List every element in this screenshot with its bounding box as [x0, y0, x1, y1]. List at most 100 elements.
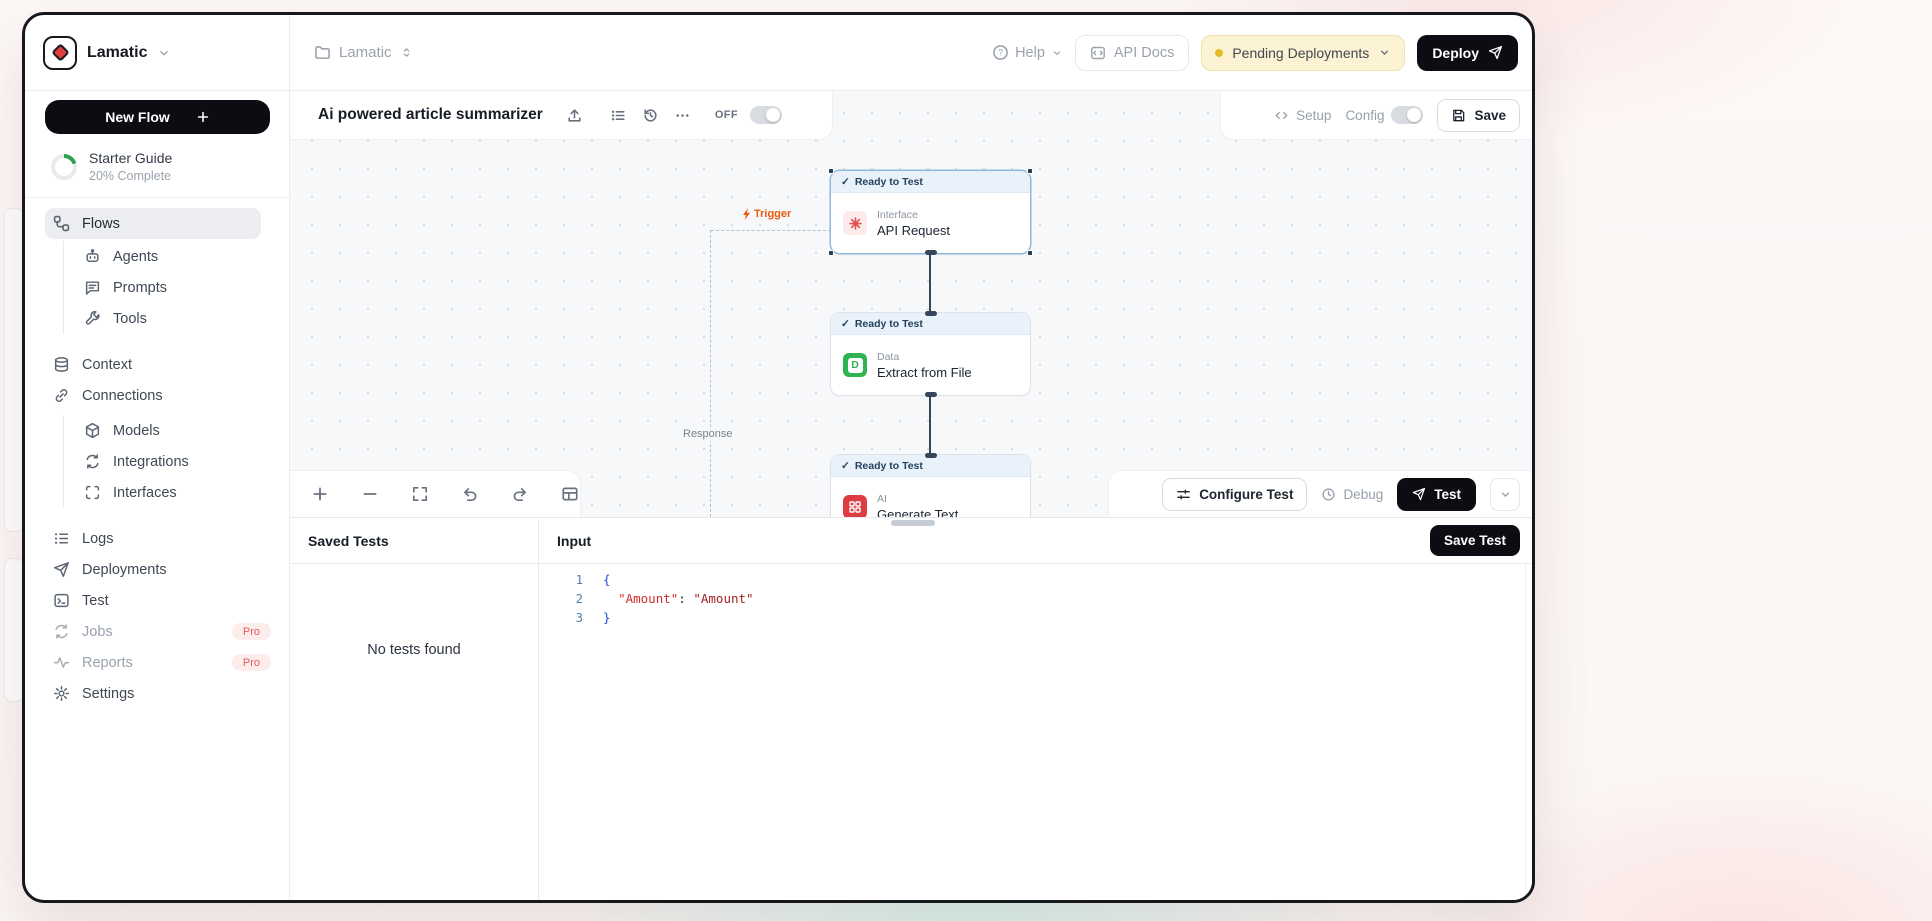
list-icon	[53, 530, 70, 547]
flow-enabled-toggle[interactable]	[750, 106, 783, 124]
pro-badge: Pro	[231, 623, 271, 640]
share-flow-button[interactable]	[561, 101, 589, 129]
deploy-button[interactable]: Deploy	[1417, 34, 1518, 71]
progress-ring-icon	[51, 153, 77, 180]
test-button[interactable]: Test	[1397, 477, 1476, 511]
save-button[interactable]: Save	[1437, 98, 1520, 132]
starter-guide[interactable]: Starter Guide 20% Complete	[25, 134, 289, 183]
node-status-label: Ready to Test	[854, 459, 923, 472]
sidebar-item-interfaces[interactable]: Interfaces	[64, 477, 289, 508]
code-content: }	[603, 610, 611, 625]
node-status: ✓ Ready to Test	[831, 171, 1030, 193]
sidebar-item-deployments[interactable]: Deployments	[25, 554, 289, 585]
sidebar-item-tools[interactable]: Tools	[64, 303, 289, 334]
frame-icon	[84, 484, 101, 501]
svg-text:?: ?	[998, 48, 1003, 58]
sidebar-item-integrations[interactable]: Integrations	[64, 446, 289, 477]
node-category: AI	[877, 492, 887, 505]
background-window-edge	[4, 208, 24, 532]
sidebar-item-label: Integrations	[113, 453, 189, 470]
deploy-label: Deploy	[1432, 44, 1479, 61]
setup-button[interactable]: Setup	[1274, 108, 1331, 123]
sliders-icon	[1176, 487, 1191, 502]
configure-test-label: Configure Test	[1199, 486, 1294, 502]
save-test-button[interactable]: Save Test	[1429, 525, 1520, 556]
flow-title[interactable]: Ai powered article summarizer	[318, 106, 543, 123]
sidebar-item-logs[interactable]: Logs	[25, 523, 289, 554]
flow-node-generate-text[interactable]: ✓ Ready to Test AI Generate Text	[831, 453, 1030, 517]
config-toggle[interactable]	[1391, 106, 1424, 124]
folder-icon	[314, 44, 331, 61]
sidebar-item-label: Flows	[82, 215, 120, 232]
json-input-editor[interactable]: 1 { 2 "Amount": "Amount" 3 }	[539, 564, 1532, 900]
selection-handle[interactable]	[828, 250, 834, 256]
chevron-down-icon	[1378, 46, 1391, 59]
flow-canvas[interactable]: Trigger Response ✓ Ready to Test	[290, 91, 1532, 517]
sidebar-item-test[interactable]: Test	[25, 585, 289, 616]
breadcrumb[interactable]: Lamatic	[314, 44, 413, 61]
help-circle-icon: ?	[992, 44, 1009, 61]
history-button[interactable]	[637, 101, 665, 129]
pending-deployments-button[interactable]: Pending Deployments	[1201, 34, 1406, 71]
api-docs-button[interactable]: API Docs	[1074, 34, 1190, 71]
node-status: ✓ Ready to Test	[831, 313, 1030, 335]
fit-view-button[interactable]	[410, 480, 431, 508]
config-label: Config	[1345, 107, 1385, 123]
spacer	[25, 334, 289, 349]
sidebar-item-models[interactable]: Models	[64, 415, 289, 446]
config-toggle-group[interactable]: Config	[1345, 106, 1424, 124]
help-menu[interactable]: ? Help	[992, 44, 1063, 61]
code-icon	[1274, 108, 1289, 123]
node-status-label: Ready to Test	[854, 317, 923, 330]
sidebar-item-prompts[interactable]: Prompts	[64, 272, 289, 303]
sidebar-item-connections[interactable]: Connections	[25, 380, 289, 411]
more-options-button[interactable]	[669, 101, 697, 129]
configure-test-button[interactable]: Configure Test	[1162, 477, 1308, 511]
connector-handle[interactable]	[924, 453, 937, 458]
sidebar-item-flows[interactable]: Flows	[45, 208, 261, 239]
app-body: New Flow Starter Guide 20% Complete Flow…	[25, 91, 1532, 900]
node-edge	[929, 395, 931, 455]
test-options-button[interactable]	[1490, 477, 1520, 511]
sidebar-item-agents[interactable]: Agents	[64, 241, 289, 272]
sidebar: New Flow Starter Guide 20% Complete Flow…	[25, 91, 290, 900]
sidebar-item-reports[interactable]: Reports Pro	[25, 647, 289, 678]
cube-icon	[84, 422, 101, 439]
selection-handle[interactable]	[1027, 168, 1033, 174]
flow-node-api-request[interactable]: ✓ Ready to Test Interface API Request	[828, 168, 1033, 256]
trigger-label: Trigger	[742, 208, 791, 220]
sidebar-item-settings[interactable]: Settings	[25, 678, 289, 709]
sidebar-item-label: Settings	[82, 685, 135, 702]
flow-node-extract-from-file[interactable]: ✓ Ready to Test D Data Extract from File	[831, 311, 1030, 397]
table-view-button[interactable]	[559, 480, 580, 508]
zoom-out-button[interactable]	[360, 480, 381, 508]
selection-handle[interactable]	[828, 168, 834, 174]
versions-list-button[interactable]	[605, 101, 633, 129]
node-edge	[929, 253, 931, 313]
connector-handle[interactable]	[924, 392, 937, 397]
sidebar-item-context[interactable]: Context	[25, 349, 289, 380]
ai-node-icon	[843, 495, 867, 517]
sidebar-item-jobs[interactable]: Jobs Pro	[25, 616, 289, 647]
zoom-in-button[interactable]	[310, 480, 331, 508]
canvas-scrollbar-thumb[interactable]	[891, 520, 935, 526]
connector-handle[interactable]	[924, 250, 937, 255]
editor-scrollbar[interactable]	[1525, 564, 1526, 900]
check-icon: ✓	[841, 317, 850, 330]
connector-handle[interactable]	[924, 311, 937, 316]
undo-button[interactable]	[459, 480, 480, 508]
saved-tests-pane: Saved Tests No tests found	[290, 518, 539, 900]
code-line: 3 }	[539, 608, 1532, 627]
selection-handle[interactable]	[1027, 250, 1033, 256]
test-label: Test	[1434, 486, 1461, 502]
starter-guide-progress: 20% Complete	[89, 169, 171, 183]
debug-button[interactable]: Debug	[1321, 487, 1383, 502]
sidebar-item-label: Deployments	[82, 561, 167, 578]
brand-menu[interactable]: Lamatic	[25, 15, 290, 90]
app-window: Lamatic Lamatic ? Help	[22, 12, 1535, 903]
new-flow-button[interactable]: New Flow	[45, 100, 270, 134]
line-number: 3	[575, 610, 583, 625]
node-status-label: Ready to Test	[854, 175, 923, 188]
node-category: Data	[877, 350, 900, 363]
redo-button[interactable]	[509, 480, 530, 508]
